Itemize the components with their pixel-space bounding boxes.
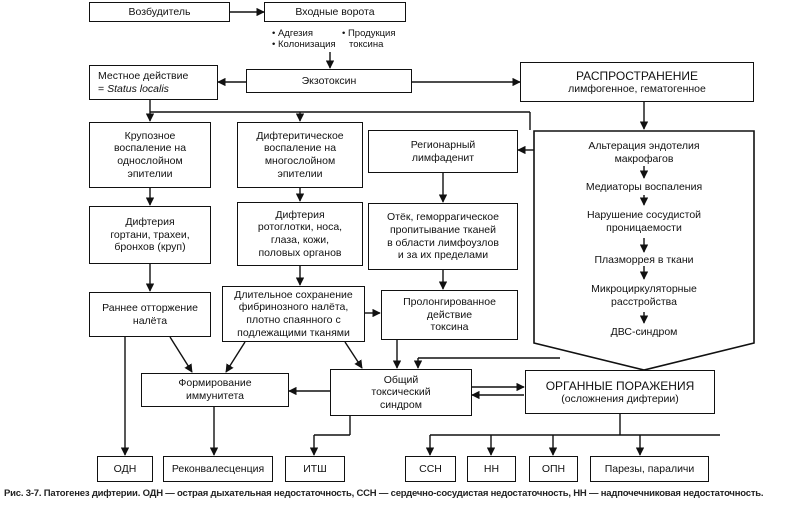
node-label: Медиаторы воспаления [585,181,703,193]
prolonged-toxin-node: Пролонгированное действие токсина [381,290,518,340]
chain-step-plasmorrhea: Плазморрея в ткани [534,254,754,267]
chain-step-dic: ДВС-синдром [534,326,754,339]
node-label: пропитывание тканей [390,223,496,236]
node-label: эпителии [277,167,323,180]
long-retention-node: Длительное сохранение фибринозного налёт… [222,286,365,342]
node-label: многослойном [264,155,336,167]
node-label: ротоглотки, носа, [257,221,343,234]
bullet-item: • Колонизация [272,38,336,50]
chain-step-permeability: Нарушение сосудистой проницаемости [534,209,754,234]
reconvalescence-node: Реконвалесценция [163,456,273,482]
node-label: НН [483,462,500,475]
node-label: Дифтерия [125,216,175,229]
general-toxic-syndrome-node: Общий токсический синдром [330,369,472,416]
node-label: ОРГАННЫЕ ПОРАЖЕНИЯ [545,378,695,393]
node-label: синдром [380,398,422,411]
figure-caption: Рис. 3-7. Патогенез дифтерии. ОДН — остр… [4,488,764,499]
node-label: Раннее отторжение [102,301,198,314]
organ-damage-node: ОРГАННЫЕ ПОРАЖЕНИЯ (осложнения дифтерии) [525,370,715,414]
entry-gate-node: Входные ворота [264,2,406,22]
node-label: половых органов [258,246,342,259]
node-label: (осложнения дифтерии) [561,392,679,405]
bullet-item: • Адгезия [272,28,313,39]
node-label: Реконвалесценция [171,462,265,475]
ssn-node: ССН [405,456,456,482]
pathogen-node: Возбудитель [89,2,230,22]
larynx-diphtheria-node: Дифтерия гортани, трахеи, бронхов (круп) [89,206,211,264]
node-label: Микроциркуляторные [591,283,697,295]
node-label: плотно спаянного с [246,314,341,326]
oropharynx-diphtheria-node: Дифтерия ротоглотки, носа, глаза, кожи, … [237,202,363,266]
bullet-item: • Продукция [342,28,396,39]
node-label: налёта [132,314,168,327]
node-label: Дифтерия [275,208,325,221]
node-label: расстройства [611,295,677,308]
nn-node: НН [467,456,516,482]
paresis-node: Парезы, параличи [590,456,709,482]
node-label: Крупозное [124,129,176,142]
node-label: ИТШ [303,462,327,475]
exotoxin-node: Экзотоксин [246,69,412,93]
spread-node: РАСПРОСТРАНЕНИЕ лимфогенное, гематогенно… [520,62,754,102]
local-action-node: Местное действие = Status localis [89,65,218,100]
node-label: Формирование [178,377,252,390]
node-label: Длительное сохранение [234,288,353,301]
chain-step-endothelium: Альтерация эндотелия макрофагов [534,140,754,165]
node-label-status: = Status localis [98,82,169,95]
node-label: Пролонгированное [403,296,496,309]
node-label: Местное действие [98,69,189,82]
node-label: лимфаденит [411,151,475,164]
node-label: Дифтеритическое [256,129,344,142]
node-label: иммунитета [185,390,245,402]
node-label: глаза, кожи, [270,234,330,246]
node-label: бронхов (круп) [114,241,186,254]
node-label: Отёк, геморрагическое [387,211,499,224]
chain-step-mediators: Медиаторы воспаления [534,181,754,194]
croupous-inflammation-node: Крупозное воспаление на однослойном эпит… [89,122,211,188]
node-label: токсический [371,386,431,399]
node-label: проницаемости [606,221,682,234]
node-label: воспаление на [113,142,187,155]
entry-gate-bullets: • Адгезия • Колонизация • Продукция токс… [272,28,422,51]
node-label: Общий [383,373,419,386]
itsh-node: ИТШ [285,456,345,482]
node-label: эпителии [127,167,173,180]
node-label: гортани, трахеи, [110,228,190,241]
node-label: Парезы, параличи [604,462,695,475]
node-label: Нарушение сосудистой [586,209,702,221]
node-label: воспаление на [263,142,337,155]
node-label: лимфогенное, гематогенное [568,82,706,95]
opn-node: ОПН [529,456,578,482]
node-label: Входные ворота [295,5,375,18]
node-label: подлежащими тканями [237,326,350,339]
chain-step-microcirculation: Микроциркуляторные расстройства [534,283,754,308]
node-label: в области лимфоузлов [387,236,499,249]
node-label: макрофагов [614,152,674,165]
node-label: Плазморрея в ткани [594,254,694,266]
node-label: РАСПРОСТРАНЕНИЕ [575,68,699,83]
node-label: и за их пределами [397,249,489,262]
bullet-item: токсина [349,38,384,50]
node-label: Альтерация эндотелия [588,140,700,152]
node-label: Экзотоксин [301,74,357,87]
odn-node: ОДН [97,456,153,482]
edema-node: Отёк, геморрагическое пропитывание ткане… [368,203,518,270]
early-rejection-node: Раннее отторжение налёта [89,292,211,337]
diphtheritic-inflammation-node: Дифтеритическое воспаление на многослойн… [237,122,363,188]
regional-lymphadenitis-node: Регионарный лимфаденит [368,130,518,173]
node-label: Регионарный [410,138,476,151]
node-label: токсина [430,321,469,334]
pathogenesis-chain-frame [533,130,755,371]
immunity-node: Формирование иммунитета [141,373,289,407]
node-label: однослойном [117,155,183,167]
node-label: ОДН [113,462,137,475]
node-label: ОПН [541,462,566,475]
node-label: ССН [419,462,442,475]
node-label: фибринозного налёта, [238,301,349,314]
node-label: действие [426,308,473,321]
node-label: Возбудитель [128,5,191,18]
node-label: ДВС-синдром [610,326,678,338]
